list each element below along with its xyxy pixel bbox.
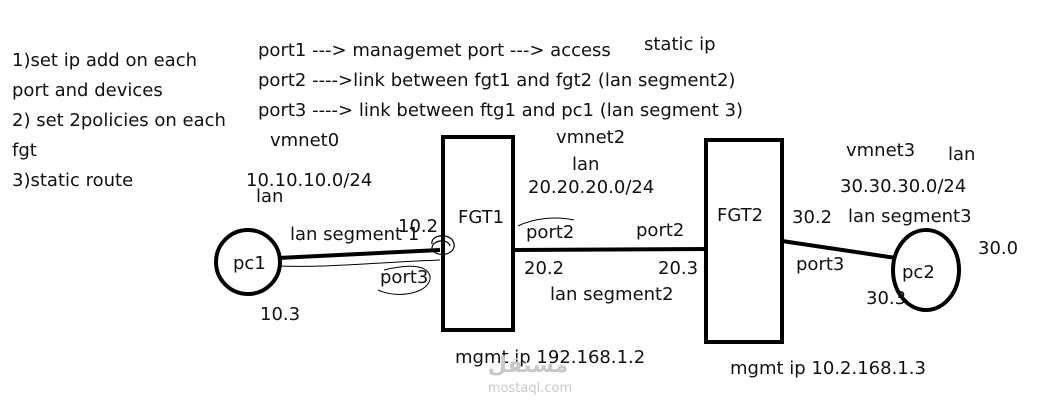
pc1-label: pc1 xyxy=(233,253,266,274)
lan-segment1-label: lan segment 1 xyxy=(290,224,419,245)
link-fgt1-fgt2 xyxy=(513,247,709,252)
task-line-2: port and devices xyxy=(12,80,163,101)
net20-label: 20.20.20.0/24 xyxy=(528,177,654,198)
port3-right-label: port3 xyxy=(796,254,844,275)
fgt1-label: FGT1 xyxy=(458,207,504,228)
port2-right-label: port2 xyxy=(636,220,684,241)
net30-label: 30.30.30.0/24 xyxy=(840,176,966,197)
vmnet0-label: vmnet0 xyxy=(270,130,339,151)
port2-left-label: port2 xyxy=(526,222,574,243)
net10-label: 10.10.10.0/24 xyxy=(246,170,372,191)
port-legend-2: port2 ---->link between fgt1 and fgt2 (l… xyxy=(258,70,735,91)
ip-10-3-label: 10.3 xyxy=(260,304,300,325)
port-legend-1: port1 ---> managemet port ---> access xyxy=(258,40,611,61)
port3-scribble-loop xyxy=(377,265,431,295)
watermark-latin: mostaql.com xyxy=(488,381,572,396)
port2-scribble xyxy=(517,217,575,227)
static-ip-note: static ip xyxy=(644,34,716,55)
lan-right-label: lan xyxy=(948,144,975,165)
ip-30-2-label: 30.2 xyxy=(792,207,832,228)
ip-30-0-label: 30.0 xyxy=(978,238,1018,259)
port3-left-label: port3 xyxy=(380,267,428,288)
ip-20-2-label: 20.2 xyxy=(524,258,564,279)
mgmt-ip-fgt1-label: mgmt ip 192.168.1.2 xyxy=(455,347,645,368)
fgt2-label: FGT2 xyxy=(717,205,763,226)
link-fgt2-pc2 xyxy=(781,239,897,260)
ip-10-2-label: 10.2 xyxy=(398,216,438,237)
mgmt-ip-fgt2-label: mgmt ip 10.2.168.1.3 xyxy=(730,358,926,379)
ip-20-3-label: 20.3 xyxy=(658,258,698,279)
vmnet3-label: vmnet3 xyxy=(846,140,915,161)
link-pc1-fgt1 xyxy=(277,248,441,260)
task-line-1: 1)set ip add on each xyxy=(12,50,197,71)
port3-scribble-line xyxy=(277,259,441,267)
port-legend-3: port3 ----> link between ftg1 and pc1 (l… xyxy=(258,100,743,121)
task-line-5: 3)static route xyxy=(12,170,133,191)
pc2-label: pc2 xyxy=(902,262,935,283)
lan-segment2-label: lan segment2 xyxy=(550,284,674,305)
watermark-arabic: مستقل xyxy=(488,353,568,378)
ip-30-3-label: 30.3 xyxy=(866,288,906,309)
lan-left-label: lan xyxy=(256,186,283,207)
pc1-node xyxy=(214,228,282,296)
vmnet2-label: vmnet2 xyxy=(556,127,625,148)
pc2-node xyxy=(891,228,961,312)
task-line-3: 2) set 2policies on each xyxy=(12,110,226,131)
task-line-4: fgt xyxy=(12,140,37,161)
lan-segment3-label: lan segment3 xyxy=(848,206,972,227)
fgt2-box xyxy=(704,138,784,344)
fgt1-box xyxy=(441,135,515,332)
lan-mid-label: lan xyxy=(572,154,599,175)
